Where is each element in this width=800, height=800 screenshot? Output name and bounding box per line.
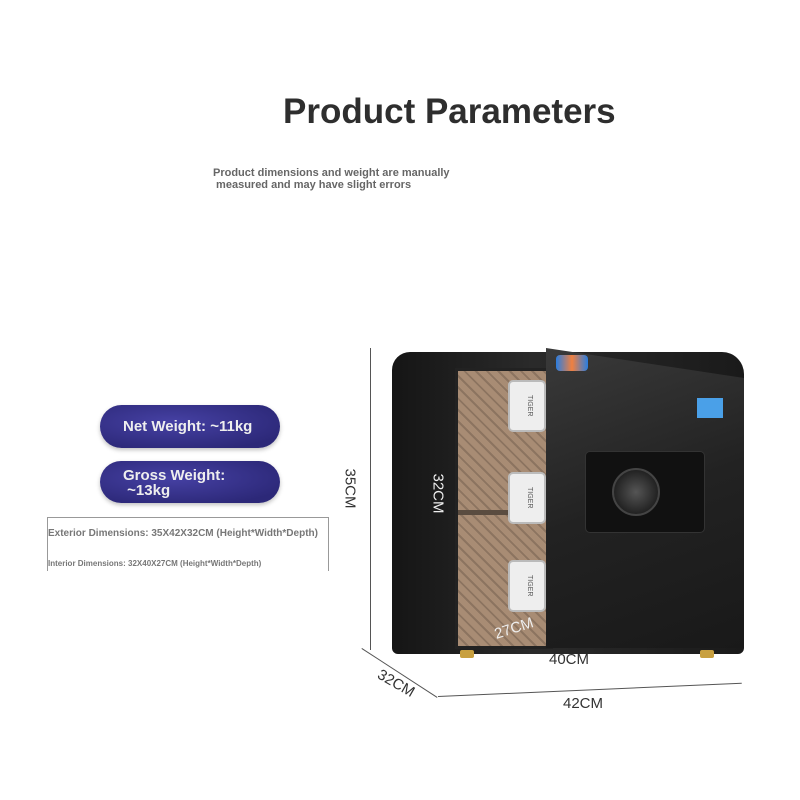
lock-bolt: TIGER (508, 472, 546, 524)
height-dimension-line (370, 348, 371, 650)
gross-weight-badge: Gross Weight: ~13kg (100, 461, 280, 503)
dimensions-box (47, 517, 329, 571)
net-weight-badge: Net Weight: ~11kg (100, 405, 280, 448)
exterior-height-label: 35CM (341, 468, 359, 509)
exterior-width-label: 42CM (563, 695, 604, 712)
safe-shelf (458, 510, 546, 515)
dial-knob-icon (612, 468, 660, 516)
lock-bolt: TIGER (508, 380, 546, 432)
brand-sticker-icon (556, 355, 588, 371)
safe-foot (700, 650, 714, 658)
page-title: Product Parameters (283, 92, 616, 131)
gross-weight-label: Gross Weight: (123, 467, 226, 484)
certification-sticker-icon (697, 398, 723, 418)
exterior-dimensions: Exterior Dimensions: 35X42X32CM (Height*… (48, 528, 318, 539)
lock-bolt: TIGER (508, 560, 546, 612)
interior-width-label: 40CM (549, 651, 590, 668)
gross-weight-value: ~13kg (123, 482, 171, 499)
interior-height-label: 32CM (429, 473, 447, 514)
interior-dimensions: Interior Dimensions: 32X40X27CM (Height*… (48, 559, 262, 568)
safe-foot (460, 650, 474, 658)
disclaimer-text: Product dimensions and weight are manual… (213, 167, 450, 191)
